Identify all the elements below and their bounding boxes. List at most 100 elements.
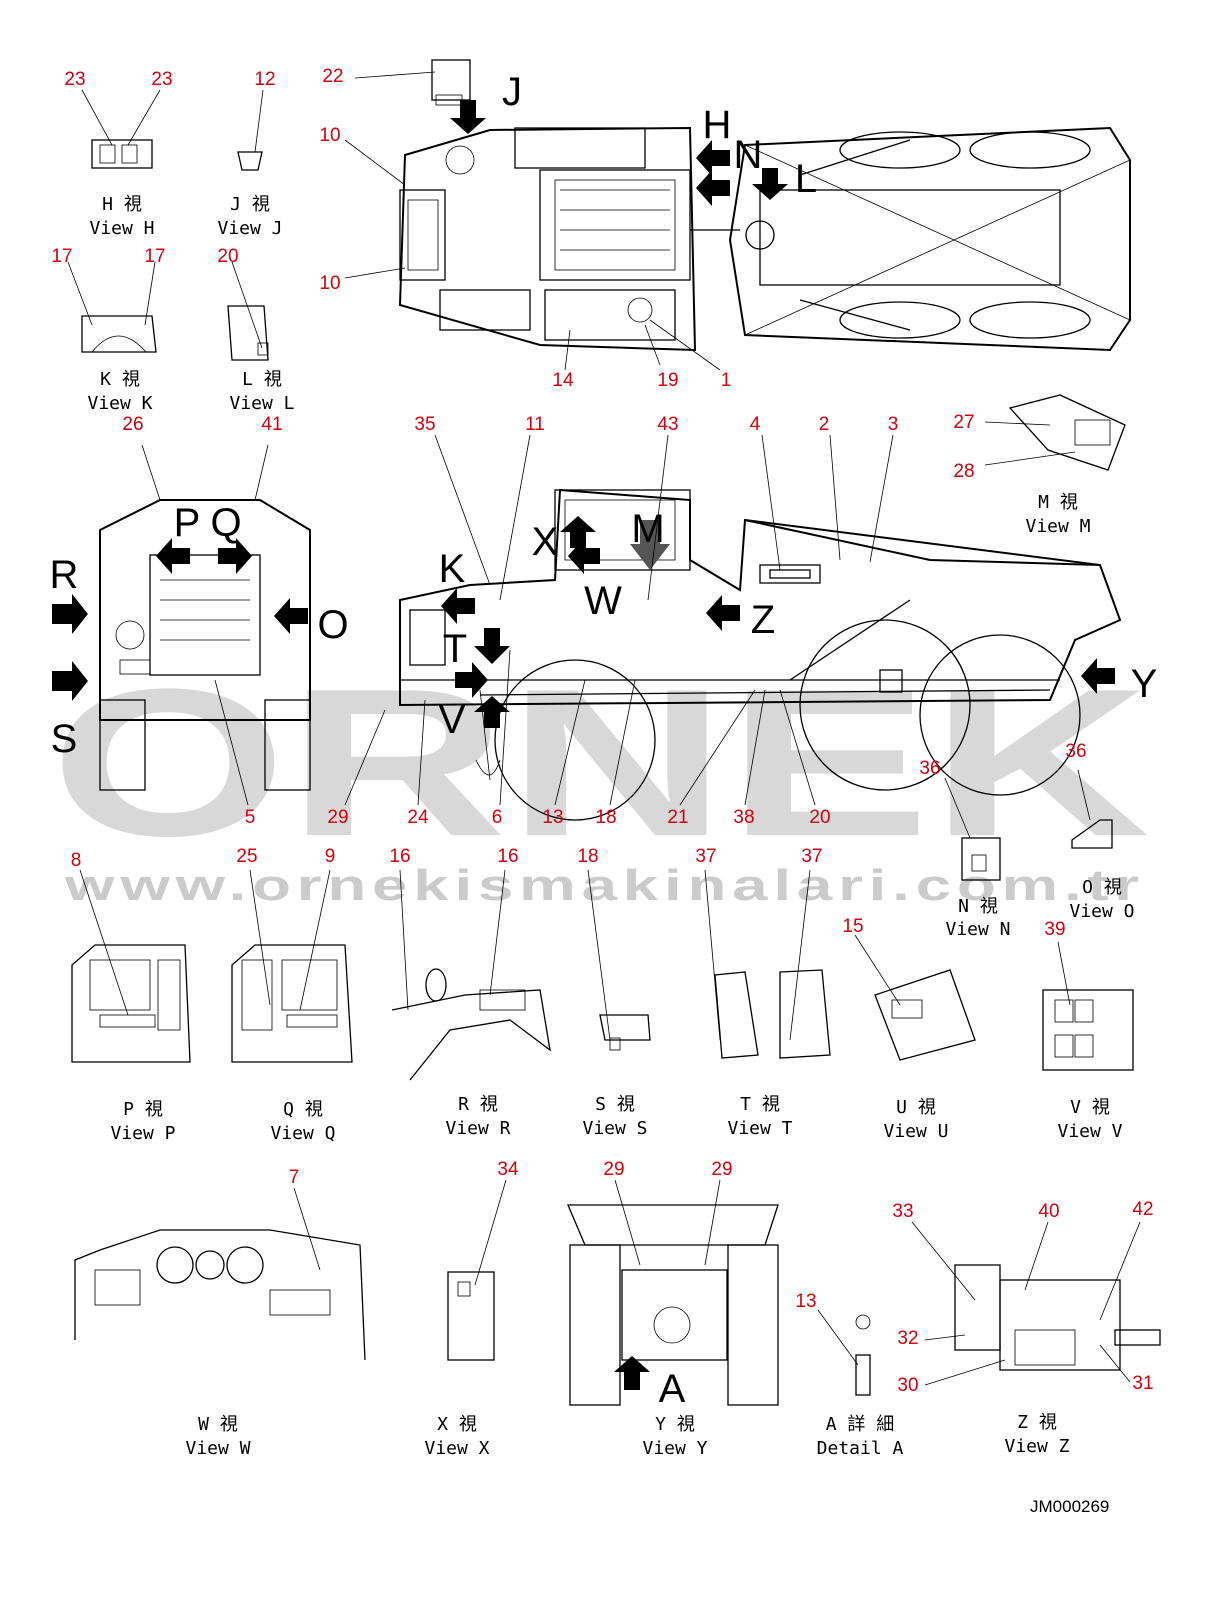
callout-22: 22	[322, 66, 343, 87]
caption-view-u-en: View U	[883, 1121, 948, 1142]
callout-34: 34	[497, 1159, 519, 1180]
callout-18-side: 18	[595, 807, 616, 828]
callout-13-side: 13	[542, 807, 563, 828]
callout-29-b: 29	[711, 1159, 732, 1180]
caption-view-k-jp: K 視	[100, 369, 140, 390]
callout-1: 1	[721, 370, 732, 391]
caption-view-x-en: View X	[424, 1438, 489, 1459]
caption-view-o-en: View O	[1069, 901, 1134, 922]
drawing-code: JM000269	[1030, 1497, 1109, 1516]
caption-view-n-en: View N	[945, 919, 1010, 940]
caption-view-h-en: View H	[89, 218, 154, 239]
caption-view-n-jp: N 視	[958, 896, 998, 917]
caption-view-o-jp: O 視	[1082, 877, 1122, 898]
callout-8: 8	[71, 850, 82, 871]
callout-30: 30	[897, 1375, 918, 1396]
callout-31: 31	[1132, 1373, 1153, 1394]
caption-view-q-en: View Q	[270, 1123, 335, 1144]
callout-39: 39	[1044, 919, 1065, 940]
caption-view-l-en: View L	[229, 393, 294, 414]
callout-37-b: 37	[801, 846, 822, 867]
view-captions: H 視 View H J 視 View J K 視 View K L 視 Vie…	[87, 194, 1134, 1459]
callout-17-a: 17	[51, 246, 72, 267]
view-letters: J H N L P Q R O S K X M W Z T V Y A	[50, 70, 1158, 1411]
caption-view-t-jp: T 視	[740, 1094, 780, 1115]
caption-detail-a-en: Detail A	[817, 1438, 904, 1459]
callout-11: 11	[525, 414, 545, 435]
caption-detail-a-jp: A 詳 細	[826, 1414, 895, 1435]
caption-view-s-jp: S 視	[595, 1094, 635, 1115]
callout-9: 9	[325, 846, 336, 867]
callout-23-b: 23	[151, 69, 172, 90]
callout-28: 28	[953, 461, 974, 482]
letter-M: M	[631, 507, 664, 551]
watermark-brand: ORNEK	[50, 645, 1150, 880]
view-arrows	[52, 140, 1115, 1390]
caption-view-r-jp: R 視	[458, 1094, 498, 1115]
letter-Q: Q	[210, 501, 241, 545]
letter-A: A	[659, 1367, 686, 1411]
letter-L: L	[795, 157, 817, 201]
caption-view-m-jp: M 視	[1038, 492, 1078, 513]
callout-20-side: 20	[809, 807, 830, 828]
callout-41: 41	[261, 414, 282, 435]
caption-view-p-jp: P 視	[123, 1099, 163, 1120]
callout-2: 2	[819, 414, 830, 435]
callout-15: 15	[842, 916, 863, 937]
callout-10-b: 10	[319, 273, 340, 294]
callout-35: 35	[414, 414, 435, 435]
caption-view-j-jp: J 視	[230, 194, 270, 215]
caption-view-z-jp: Z 視	[1017, 1412, 1057, 1433]
letter-Z: Z	[751, 598, 775, 642]
caption-view-q-jp: Q 視	[283, 1099, 323, 1120]
callout-23-a: 23	[64, 69, 85, 90]
letter-R: R	[50, 553, 79, 597]
caption-view-h-jp: H 視	[102, 194, 142, 215]
callout-3: 3	[888, 414, 899, 435]
callout-4: 4	[750, 414, 761, 435]
callout-numbers: 23 23 12 22 10 10 17 17 20 14 19 1 26 41…	[51, 66, 1153, 1396]
letter-O: O	[317, 603, 348, 647]
caption-view-u-jp: U 視	[896, 1097, 936, 1118]
callout-17-b: 17	[144, 246, 165, 267]
detail-sketches	[71, 139, 1161, 1406]
caption-view-s-en: View S	[582, 1118, 647, 1139]
leader-lines	[67, 71, 1141, 1386]
callout-10-a: 10	[319, 125, 340, 146]
callout-24: 24	[407, 807, 429, 828]
callout-7: 7	[289, 1167, 300, 1188]
caption-view-x-jp: X 視	[437, 1414, 477, 1435]
callout-13-detail: 13	[795, 1291, 816, 1312]
callout-37-a: 37	[695, 846, 716, 867]
callout-43: 43	[657, 414, 678, 435]
callout-40: 40	[1038, 1201, 1059, 1222]
callout-20-top: 20	[217, 246, 238, 267]
top-plan-view	[398, 59, 1131, 352]
letter-J: J	[502, 70, 522, 114]
watermark: ORNEK www.ornekismakinalari.com.tr	[50, 645, 1150, 910]
caption-view-p-en: View P	[110, 1123, 175, 1144]
letter-W: W	[584, 579, 622, 623]
letter-V: V	[439, 698, 466, 742]
letter-T: T	[443, 627, 467, 671]
callout-12: 12	[254, 69, 275, 90]
callout-36-a: 36	[919, 758, 940, 779]
caption-view-y-en: View Y	[642, 1438, 707, 1459]
letter-S: S	[51, 717, 78, 761]
callout-21: 21	[667, 807, 688, 828]
callout-16-a: 16	[389, 846, 410, 867]
letter-K: K	[439, 547, 466, 591]
caption-view-m-en: View M	[1025, 516, 1090, 537]
letter-P: P	[174, 501, 201, 545]
callout-32: 32	[897, 1328, 918, 1349]
caption-view-j-en: View J	[217, 218, 282, 239]
caption-view-z-en: View Z	[1004, 1436, 1069, 1457]
callout-25: 25	[236, 846, 257, 867]
callout-29-a: 29	[603, 1159, 624, 1180]
letter-N: N	[734, 133, 763, 177]
callout-42: 42	[1132, 1199, 1153, 1220]
callout-26: 26	[122, 414, 143, 435]
letter-Y: Y	[1131, 662, 1158, 706]
letter-X: X	[532, 520, 559, 564]
caption-view-w-en: View W	[185, 1438, 250, 1459]
